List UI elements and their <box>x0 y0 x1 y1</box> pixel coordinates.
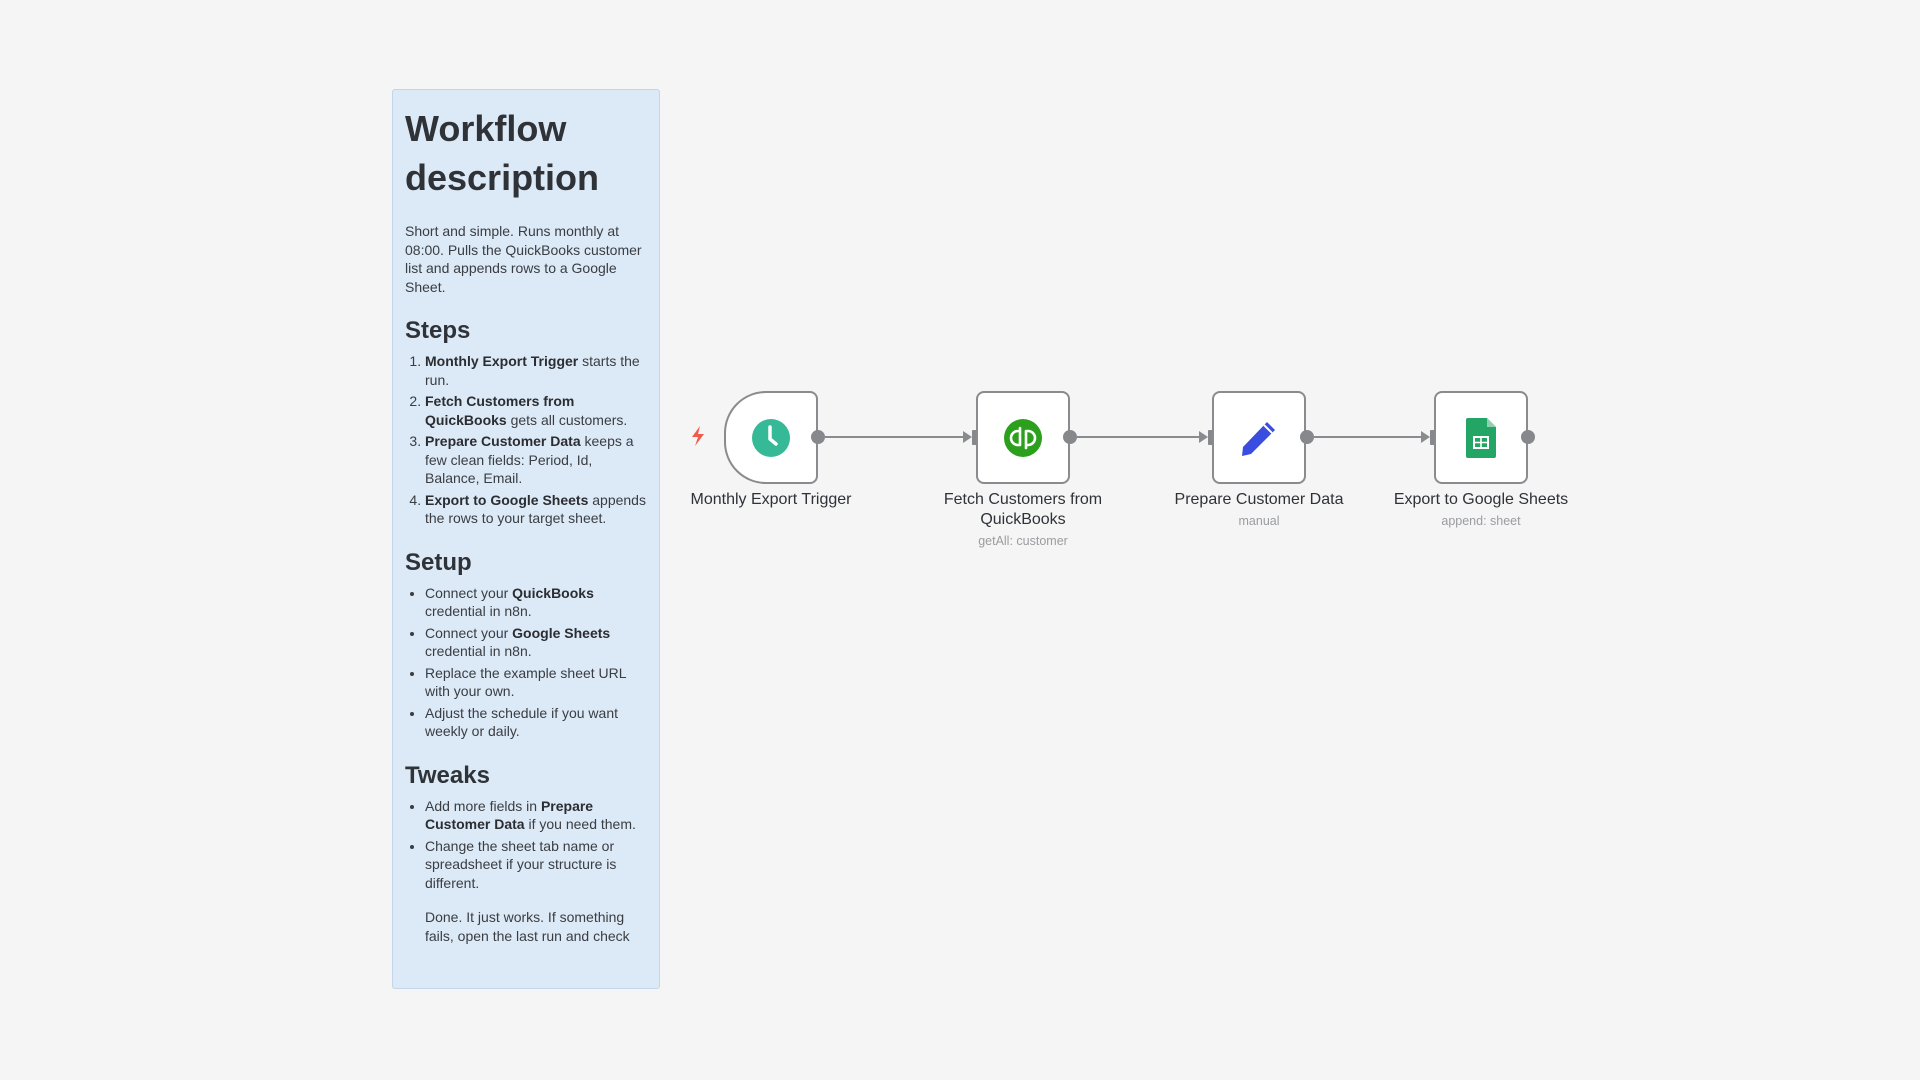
setup-item: Connect your Google Sheets credential in… <box>425 624 647 661</box>
node-label: Monthly Export Trigger <box>661 490 881 510</box>
step-item: Prepare Customer Data keeps a few clean … <box>425 432 647 488</box>
node-fetch-customers-quickbooks[interactable] <box>976 391 1070 484</box>
step-item: Export to Google Sheets appends the rows… <box>425 491 647 528</box>
step-text: starts the run. <box>425 353 640 388</box>
node-name: Export to Google Sheets <box>1393 491 1569 508</box>
output-port[interactable] <box>811 430 825 444</box>
arrow-head-icon <box>1199 431 1208 443</box>
input-port[interactable] <box>1430 430 1437 445</box>
node-name: Monthly Export Trigger <box>690 491 852 508</box>
setup-list: Connect your QuickBooks credential in n8… <box>405 584 647 741</box>
arrow-head-icon <box>963 431 972 443</box>
input-port[interactable] <box>1208 430 1215 445</box>
step-item: Fetch Customers from QuickBooks gets all… <box>425 392 647 429</box>
tweak-text: if you need them. <box>524 816 636 832</box>
setup-heading: Setup <box>405 548 472 576</box>
node-name: Fetch Customers from QuickBooks <box>943 491 1103 528</box>
tweak-bold: Prepare Customer Data <box>425 797 594 833</box>
step-bold: Fetch Customers from QuickBooks <box>425 393 575 428</box>
setup-bold: QuickBooks <box>512 584 594 601</box>
node-subtitle: manual <box>1238 514 1280 528</box>
node-label: Fetch Customers from QuickBooks getAll: c… <box>913 490 1133 549</box>
tweak-item: Change the sheet tab name or spreadsheet… <box>425 837 647 893</box>
node-prepare-customer-data[interactable] <box>1212 391 1306 484</box>
tweaks-list: Add more fields in Prepare Customer Data… <box>405 797 647 893</box>
step-text: appends the rows to your target sheet. <box>425 491 646 527</box>
lightning-bolt-icon <box>692 426 704 446</box>
output-port[interactable] <box>1300 430 1314 444</box>
node-label: Export to Google Sheets append: sheet <box>1371 490 1591 529</box>
node-export-google-sheets[interactable] <box>1434 391 1528 484</box>
tweaks-heading: Tweaks <box>405 761 490 789</box>
output-port[interactable] <box>1063 430 1077 444</box>
sticky-intro: Short and simple. Runs monthly at 08:00.… <box>405 223 642 295</box>
setup-text: Connect your <box>425 624 513 641</box>
google-sheets-icon <box>1466 417 1496 458</box>
setup-text: Replace the example sheet URL with your … <box>425 664 627 700</box>
input-port[interactable] <box>972 430 979 445</box>
node-name: Prepare Customer Data <box>1174 491 1344 508</box>
tweak-item: Add more fields in Prepare Customer Data… <box>425 797 647 834</box>
steps-list: Monthly Export Trigger starts the run. F… <box>405 352 647 528</box>
setup-item: Connect your QuickBooks credential in n8… <box>425 584 647 621</box>
step-text: gets all customers. <box>506 411 628 428</box>
step-bold: Monthly Export Trigger <box>425 353 579 369</box>
quickbooks-icon <box>1004 418 1042 457</box>
clock-icon <box>752 418 790 457</box>
step-item: Monthly Export Trigger starts the run. <box>425 352 647 389</box>
connection-quickbooks-to-prepare[interactable] <box>1077 436 1203 438</box>
arrow-head-icon <box>1421 431 1430 443</box>
node-subtitle: append: sheet <box>1441 514 1521 528</box>
sticky-note-workflow-description[interactable]: Workflow description Short and simple. R… <box>392 89 660 989</box>
connection-trigger-to-quickbooks[interactable] <box>825 436 967 438</box>
setup-bold: Google Sheets <box>512 624 611 641</box>
tweak-text: Add more fields in <box>425 797 541 814</box>
pencil-icon <box>1242 421 1275 456</box>
node-label: Prepare Customer Data manual <box>1149 490 1369 529</box>
setup-text: Adjust the schedule if you want weekly o… <box>425 704 619 740</box>
setup-text: credential in n8n. <box>425 603 532 619</box>
setup-text: credential in n8n. <box>425 643 532 659</box>
tweak-text: Change the sheet tab name or spreadsheet… <box>425 837 617 891</box>
setup-text: Connect your <box>425 584 513 601</box>
output-port[interactable] <box>1521 430 1535 444</box>
steps-heading: Steps <box>405 317 471 344</box>
step-text: keeps a few clean fields: Period, Id, Ba… <box>425 433 634 486</box>
step-bold: Prepare Customer Data <box>425 433 581 449</box>
step-bold: Export to Google Sheets <box>425 491 589 508</box>
setup-item: Adjust the schedule if you want weekly o… <box>425 704 647 741</box>
node-subtitle: getAll: customer <box>978 534 1068 548</box>
node-monthly-export-trigger[interactable] <box>724 391 818 484</box>
sticky-title: Workflow description <box>405 108 600 198</box>
connection-prepare-to-sheets[interactable] <box>1314 436 1426 438</box>
sticky-closing: Done. It just works. If something fails,… <box>425 909 630 944</box>
setup-item: Replace the example sheet URL with your … <box>425 664 647 701</box>
